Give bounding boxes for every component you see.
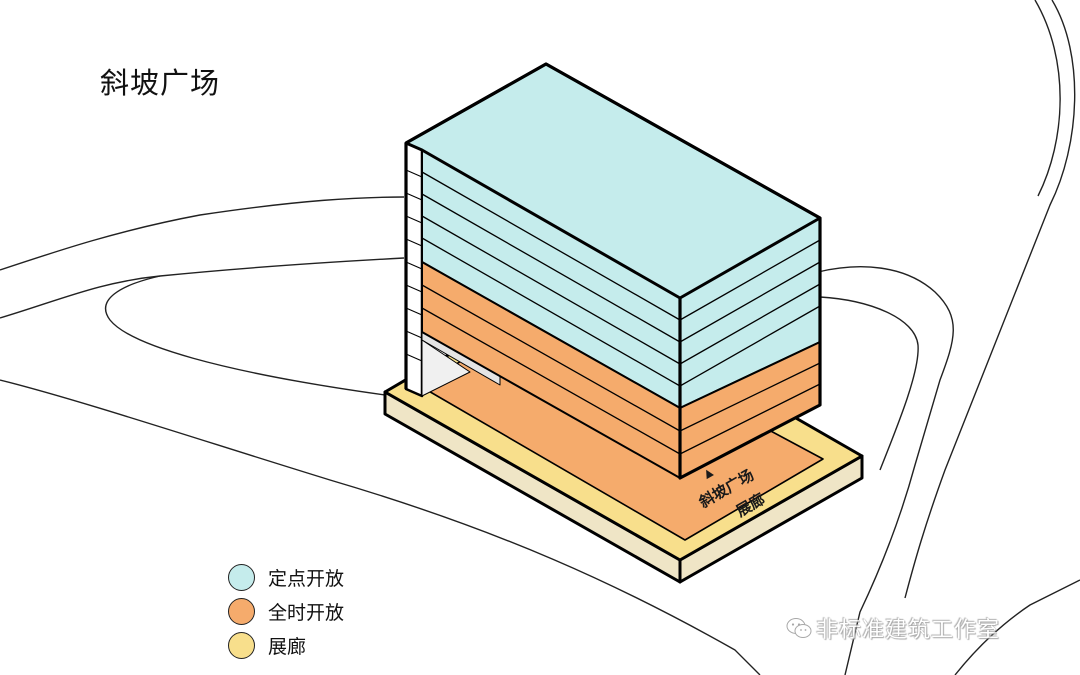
legend-label-always-open: 全时开放: [268, 601, 345, 624]
road-line-far-right-2: [1034, 0, 1061, 197]
watermark-text: 非标准建筑工作室: [816, 618, 1001, 643]
legend-label-scheduled-open: 定点开放: [268, 567, 345, 590]
legend-swatch-gallery: [228, 631, 255, 659]
road-line-bottom-right: [954, 579, 1080, 675]
road-line-far-right: [904, 0, 1076, 599]
tower-outline: [405, 62, 822, 480]
tower-left-facade-lines: [405, 169, 423, 362]
road-line-inner: [0, 257, 405, 319]
tower-void-shade: [421, 339, 471, 397]
legend-item-scheduled-open: 定点开放: [228, 560, 344, 594]
tower-floor-lines-front: [421, 171, 681, 455]
road-line-outer: [0, 196, 405, 271]
legend: 定点开放 全时开放 展廊: [228, 560, 344, 662]
tower: [404, 62, 822, 480]
legend-item-always-open: 全时开放: [228, 594, 344, 628]
road-line-right-outer: [817, 266, 954, 675]
road-line-right-inner: [819, 296, 919, 471]
page-title: 斜坡广场: [100, 66, 221, 100]
legend-swatch-scheduled-open: [228, 563, 255, 591]
tower-left-facade: [404, 141, 424, 398]
tower-floor-lines-right: [679, 239, 821, 455]
watermark: 非标准建筑工作室: [786, 612, 1000, 644]
legend-item-gallery: 展廊: [228, 628, 344, 662]
wechat-icon: [786, 618, 812, 638]
legend-swatch-always-open: [228, 597, 255, 625]
road-line-loop: [104, 275, 386, 396]
legend-label-gallery: 展廊: [268, 635, 307, 658]
road-line-left-curve: [0, 379, 761, 675]
